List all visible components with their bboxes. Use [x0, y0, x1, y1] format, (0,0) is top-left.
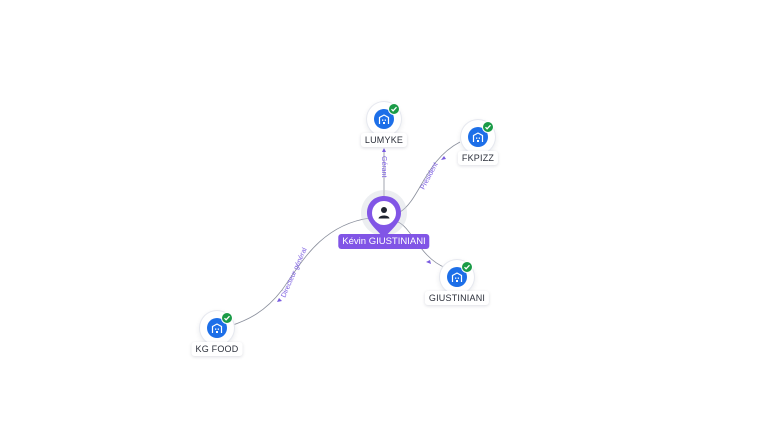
- edge-arrow-giustiniani: [426, 260, 431, 264]
- edge-arrow-kgfood: [277, 298, 282, 302]
- company-name-fkpizz[interactable]: FKPIZZ: [457, 151, 499, 165]
- edge-label-lumyke: Gérant: [380, 156, 387, 177]
- person-pin: [367, 196, 401, 238]
- user-icon: [378, 207, 390, 219]
- building-icon: [374, 109, 394, 129]
- edge-kgfood: [229, 217, 371, 327]
- edge-label-fkpizz: Président: [420, 161, 440, 190]
- verified-check-icon: [388, 103, 400, 115]
- edge-fkpizz: [399, 141, 461, 213]
- company-name-giustiniani[interactable]: GIUSTINIANI: [424, 291, 490, 305]
- verified-check-icon: [221, 312, 233, 324]
- person-name[interactable]: Kévin GIUSTINIANI: [338, 234, 430, 249]
- edge-arrow-fkpizz: [441, 156, 446, 160]
- edge-arrow-lumyke: [382, 148, 386, 152]
- company-name-lumyke[interactable]: LUMYKE: [360, 133, 408, 147]
- building-icon: [447, 267, 467, 287]
- building-icon: [468, 127, 488, 147]
- company-name-kgfood[interactable]: KG FOOD: [191, 342, 243, 356]
- verified-check-icon: [482, 121, 494, 133]
- edge-label-kgfood: Directeur général: [280, 247, 308, 299]
- building-icon: [207, 318, 227, 338]
- verified-check-icon: [461, 261, 473, 273]
